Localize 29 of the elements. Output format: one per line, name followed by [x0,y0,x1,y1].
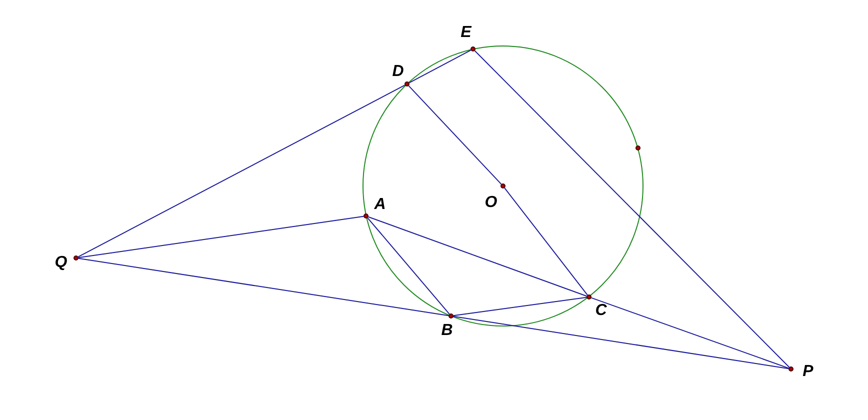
point-label: A [374,197,386,213]
line-segment [368,216,588,297]
line-segment [504,187,588,296]
line-segment [590,297,790,369]
point-marker [470,46,476,52]
point-label: P [802,364,814,380]
point-marker [788,366,794,372]
point-marker [636,146,640,150]
point-label: O [484,195,498,211]
point-marker [586,294,592,300]
point-marker [74,256,78,260]
point-marker [448,314,454,318]
point-label: E [460,25,472,41]
point-marker [364,214,368,218]
line-segment [367,217,450,315]
point-label: B [441,323,453,339]
line-segment [408,85,502,185]
line-segment [408,50,472,84]
line-segment [78,216,364,258]
line-segment [452,296,588,316]
point-label: D [392,64,404,80]
line-segment [452,316,790,370]
line-segment [78,84,406,258]
line-segment [78,258,450,316]
line-segment [474,50,790,368]
point-label: C [595,303,607,319]
point-label: Q [54,255,68,271]
point-marker [404,82,410,86]
point-marker [500,184,506,188]
